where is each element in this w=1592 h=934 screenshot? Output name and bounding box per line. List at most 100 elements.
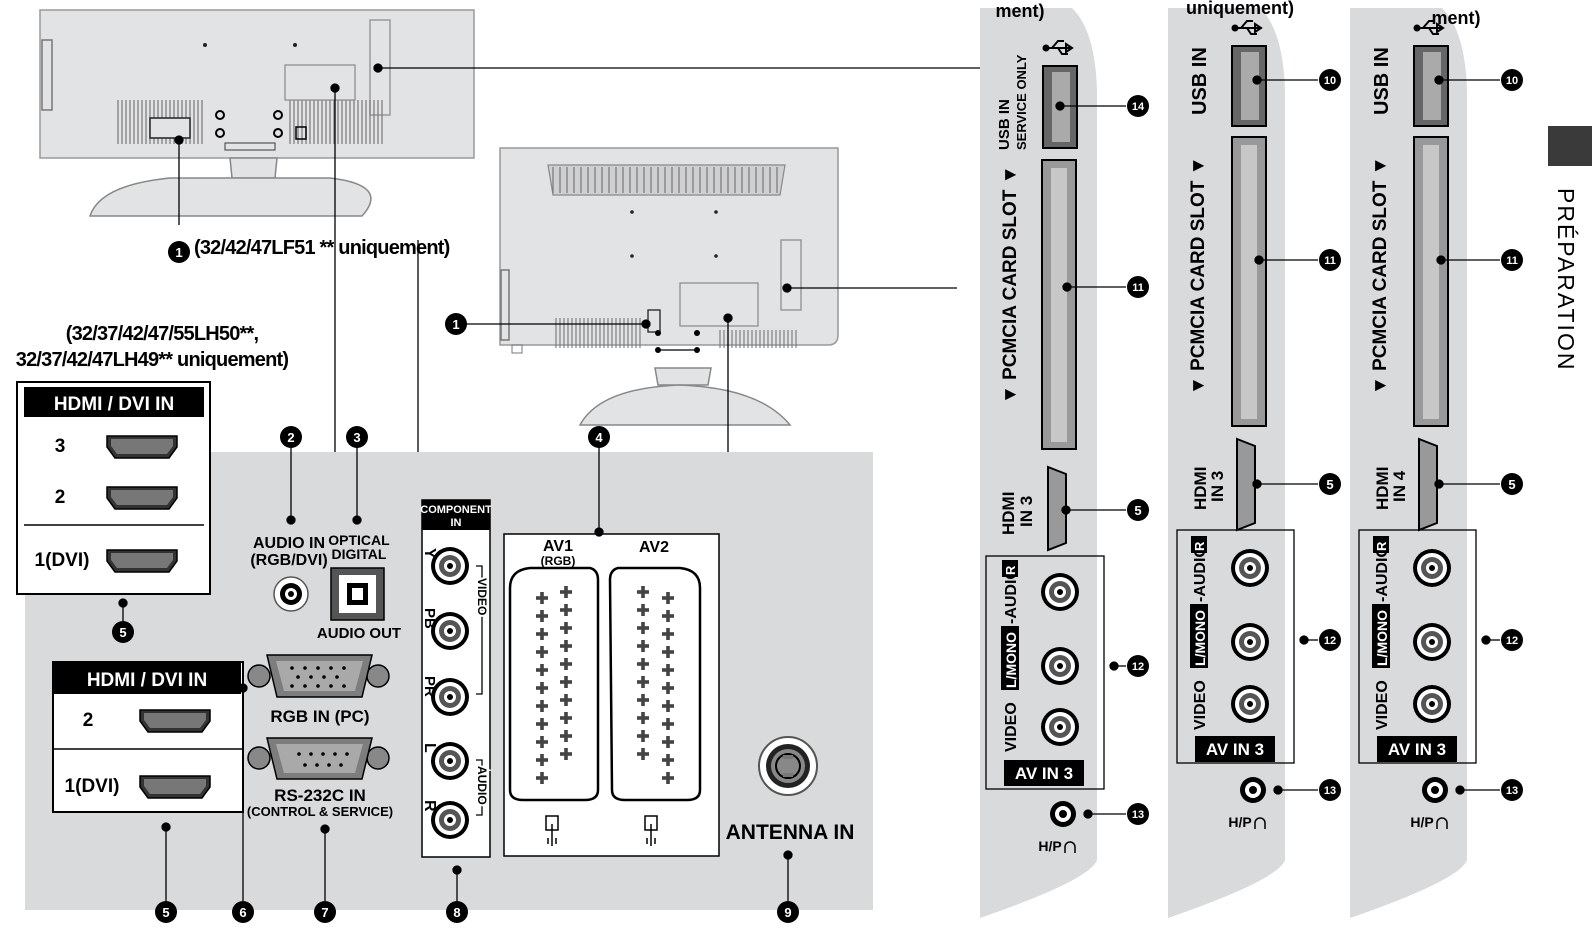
rs232-label: RS-232C IN xyxy=(274,786,366,805)
side3-headphone-jack[interactable] xyxy=(1422,777,1448,803)
side2-av-label: VIDEO L/MONO -AUDIO- R xyxy=(1190,536,1209,730)
svg-text:10: 10 xyxy=(1506,75,1518,87)
hdmi-box-bottom-header: HDMI / DVI IN xyxy=(87,670,207,691)
svg-text:12: 12 xyxy=(1324,635,1336,647)
side1-video-jack[interactable] xyxy=(1041,708,1079,746)
hdmi-port-1[interactable] xyxy=(106,549,178,573)
svg-text:11: 11 xyxy=(1324,255,1336,267)
side1-headphone-jack[interactable] xyxy=(1050,801,1076,827)
side2-hp-label: H/P xyxy=(1228,814,1251,830)
svg-text:L/MONO: L/MONO xyxy=(1192,610,1208,666)
optical-sublabel: DIGITAL xyxy=(332,546,387,562)
headphone-icon xyxy=(1254,817,1266,829)
side2-headphone-jack[interactable] xyxy=(1240,777,1266,803)
svg-text:2: 2 xyxy=(287,430,294,445)
svg-text:L/MONO: L/MONO xyxy=(1003,632,1019,688)
rs232-port[interactable] xyxy=(247,737,390,780)
hdmi-box-bottom: HDMI / DVI IN 2 1(DVI) xyxy=(52,661,244,813)
rgb-in-label: RGB IN (PC) xyxy=(270,707,369,726)
headphone-icon xyxy=(1064,841,1076,853)
callout-badge: 10 xyxy=(1319,69,1341,91)
side3-usb-label: USB IN xyxy=(1371,47,1393,115)
svg-text:13: 13 xyxy=(1132,809,1144,821)
side3-audio-r-jack[interactable] xyxy=(1413,549,1451,587)
side2-audio-l-jack[interactable] xyxy=(1231,623,1269,661)
component-pr-label: PR xyxy=(421,676,438,697)
svg-text:R: R xyxy=(1374,541,1389,551)
svg-text:9: 9 xyxy=(784,905,791,920)
side1-hdmi-sublabel: IN 3 xyxy=(1017,496,1036,527)
av2-label: AV2 xyxy=(639,539,669,556)
side2-hdmi-label: HDMI xyxy=(1191,467,1210,510)
caption-lh-line1: (32/37/42/47/55LH50**, xyxy=(66,323,259,345)
side3-audio-l-jack[interactable] xyxy=(1413,623,1451,661)
side-panel-1 xyxy=(980,8,1105,918)
side1-av-in3-label: AV IN 3 xyxy=(1015,764,1073,783)
scart-ground-icon xyxy=(644,815,658,846)
callout-badge: 13 xyxy=(1319,779,1341,801)
svg-text:7: 7 xyxy=(321,905,328,920)
svg-text:12: 12 xyxy=(1506,635,1518,647)
callout-badge: 13 xyxy=(1501,779,1523,801)
component-label: COMPONENT xyxy=(420,504,492,516)
side3-av-label: VIDEO L/MONO -AUDIO- R xyxy=(1372,536,1391,730)
rgb-in-port[interactable] xyxy=(247,654,390,698)
optical-out-port[interactable] xyxy=(330,567,385,621)
svg-text:1: 1 xyxy=(175,245,182,260)
hdmi-port-1[interactable] xyxy=(139,775,211,799)
tv-lh50 xyxy=(499,147,839,426)
optical-label: OPTICAL xyxy=(328,532,390,548)
caption-lf51: (32/42/47LF51 ** uniquement) xyxy=(194,237,450,259)
side-panel-2 xyxy=(1168,8,1295,918)
callout-badge: 5 xyxy=(1319,473,1341,495)
callout-badge: 7 xyxy=(314,901,336,923)
usb-icon xyxy=(1231,20,1263,35)
hdmi-port-3[interactable] xyxy=(106,435,178,459)
caption-lh-line2: 32/37/42/47LH49** uniquement) xyxy=(16,349,289,371)
svg-text:6: 6 xyxy=(239,905,246,920)
callout-badge: 12 xyxy=(1319,629,1341,651)
scart-av2-port[interactable] xyxy=(608,566,702,802)
side-panel-3 xyxy=(1350,8,1477,918)
svg-text:VIDEO: VIDEO xyxy=(1192,680,1209,730)
audio-in-jack[interactable] xyxy=(273,576,309,612)
antenna-in-port[interactable] xyxy=(758,736,818,796)
usb-icon xyxy=(1042,40,1074,55)
callout-badge: 8 xyxy=(446,901,468,923)
callout-badge: 12 xyxy=(1127,655,1149,677)
antenna-in-label: ANTENNA IN xyxy=(726,821,855,844)
svg-text:13: 13 xyxy=(1324,785,1336,797)
hdmi-port-label: 2 xyxy=(83,710,94,731)
svg-text:5: 5 xyxy=(1134,503,1141,518)
svg-text:VIDEO: VIDEO xyxy=(1003,702,1020,752)
rs232-sublabel: (CONTROL & SERVICE) xyxy=(247,804,393,819)
side2-audio-r-jack[interactable] xyxy=(1231,549,1269,587)
audio-in-label: AUDIO IN xyxy=(253,535,325,552)
section-tab-label: PRÉPARATION xyxy=(1553,188,1579,371)
callout-badge: 1 xyxy=(168,241,190,263)
side3-hdmi-sublabel: IN 4 xyxy=(1390,470,1409,502)
hdmi-port-label: 2 xyxy=(55,487,66,508)
hdmi-port-2[interactable] xyxy=(106,486,178,510)
svg-text:R: R xyxy=(1003,565,1018,575)
headphone-icon xyxy=(1436,817,1448,829)
svg-text:5: 5 xyxy=(1508,477,1515,492)
side1-audio-l-jack[interactable] xyxy=(1041,647,1079,685)
scart-av1-port[interactable] xyxy=(508,566,600,802)
callout-badge: 11 xyxy=(1127,276,1149,298)
side3-pcmcia-label: ▼ PCMCIA CARD SLOT ▼ xyxy=(1370,156,1391,395)
tv-lf51 xyxy=(39,9,475,217)
hdmi-port-2[interactable] xyxy=(139,709,211,733)
callout-badge: 10 xyxy=(1501,69,1523,91)
leader-lines xyxy=(118,63,1500,901)
side3-video-jack[interactable] xyxy=(1413,685,1451,723)
callout-badge: 11 xyxy=(1319,249,1341,271)
side2-usb-label: USB IN xyxy=(1189,47,1211,115)
svg-text:5: 5 xyxy=(162,905,169,920)
side1-audio-r-jack[interactable] xyxy=(1041,573,1079,611)
svg-text:L/MONO: L/MONO xyxy=(1374,610,1390,666)
av1-sublabel: (RGB) xyxy=(541,554,576,568)
usb-icon xyxy=(1413,20,1445,35)
side2-video-jack[interactable] xyxy=(1231,685,1269,723)
svg-text:8: 8 xyxy=(453,905,460,920)
